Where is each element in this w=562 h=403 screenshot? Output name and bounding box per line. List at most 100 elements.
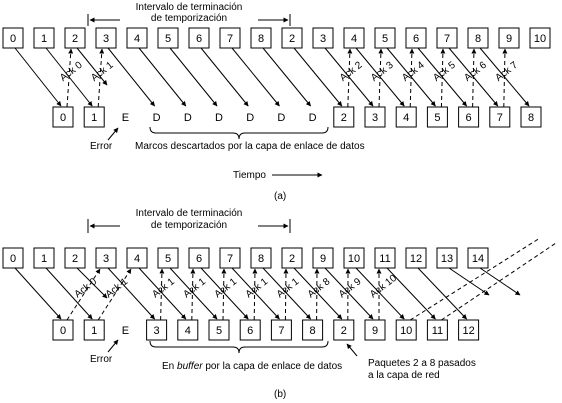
frame-recv-a-label: 0 [60,112,66,124]
ack-arrow [471,48,477,108]
frame-sent-b-3: 3 [95,247,117,269]
frame-sent-b-12: 11 [374,247,396,269]
frame-arrow [293,47,343,107]
discarded-label: Marcos descartados por la capa de enlace… [135,141,365,152]
ack-label: Ack 10 [368,273,399,301]
frame-sent-b-11: 10 [343,247,365,269]
frame-sent-b-label: 0 [10,253,16,265]
ack-arrow [347,48,353,108]
frame-recv-b-label: 11 [432,325,443,337]
ack-arrow-trailing [441,242,557,321]
frame-recv-a-label: 5 [434,112,440,124]
error-annotation-b: Error [90,339,119,365]
caption-b: (b) [274,389,286,400]
delivered-label-line2: a la capa de red [368,370,440,381]
frame-recv-a-5: D [215,112,223,124]
frame-sent-a-label: 2 [72,33,78,45]
frame-sent-a-label: 5 [382,33,388,45]
frame-recv-b-label: 1 [91,325,97,337]
buffer-label: En buffer por la capa de enlace de datos [162,361,342,372]
panel-a: Intervalo de terminación de temporizació… [2,2,551,202]
frame-recv-b-label: 10 [400,325,412,337]
frame-recv-b-label: 8 [310,325,316,337]
frame-recv-a-10: 3 [364,106,386,128]
frame-recv-a-11: 4 [395,106,417,128]
frame-recv-a-label: D [153,112,161,124]
frame-recv-a-3: D [153,112,161,124]
frame-recv-b-label: E [122,325,129,337]
error-annotation-a: Error [90,127,119,152]
frame-recv-a-label: 2 [341,112,347,124]
frame-arrow [231,267,280,320]
frame-sent-a-17: 10 [529,27,551,49]
frame-sent-a-label: 9 [506,33,512,45]
frame-arrow [169,267,218,320]
frame-sent-a-14: 7 [436,27,458,49]
frame-recv-a-7: D [277,112,285,124]
timeout-label-line2-b: de temporización [151,220,227,231]
frame-recv-a-label: 6 [466,112,472,124]
frame-recv-a-15: 8 [520,106,542,128]
frame-recv-a-12: 5 [426,106,448,128]
frame-arrow-lost [76,47,108,86]
frame-arrow [14,267,62,320]
frame-sent-b-label: 1 [41,253,47,265]
frame-sent-a-5: 5 [157,27,179,49]
frame-recv-a-0: 0 [52,106,74,128]
frame-recv-b-13: 12 [458,319,480,341]
frame-sent-a-7: 7 [219,27,241,49]
frame-recv-b-2: E [122,325,129,337]
frame-recv-b-1: 1 [83,319,105,341]
frame-recv-b-11: 10 [395,319,417,341]
frame-sent-b-label: 4 [134,253,140,265]
ack-arrow [97,268,132,321]
frame-sent-b-label: 3 [103,253,109,265]
frame-arrow [262,47,311,107]
ack-label: Ack 1 [213,276,240,300]
frame-sent-a-10: 3 [312,27,334,49]
frame-sent-b-label: 7 [227,253,233,265]
frame-sent-a-label: 4 [134,33,140,45]
frame-sent-a-label: 4 [351,33,357,45]
frame-recv-b-label: 0 [60,325,66,337]
frame-recv-b-3: 3 [146,319,168,341]
frame-recv-b-label: 4 [185,325,191,337]
frame-recv-a-label: D [246,112,254,124]
frame-sent-b-13: 12 [405,247,427,269]
frame-recv-b-label: 12 [462,325,474,337]
frame-sent-b-0: 0 [2,247,24,269]
frame-sent-b-1: 1 [33,247,55,269]
buffer-brace: En buffer por la capa de enlace de datos [149,340,342,372]
time-label: Tiempo [233,170,266,181]
frame-recv-b-10: 9 [364,319,386,341]
frame-sent-a-label: 1 [41,33,47,45]
discarded-brace: Marcos descartados por la capa de enlace… [135,126,365,152]
frame-arrow [231,47,280,107]
frame-recv-b-label: 5 [216,325,222,337]
frame-recv-b-8: 8 [302,319,324,341]
frame-recv-b-label: 3 [154,325,160,337]
frame-sent-b-5: 5 [157,247,179,269]
frame-recv-a-label: D [215,112,223,124]
buffer-label-pre: En [162,361,177,372]
frame-recv-a-4: D [184,112,192,124]
frame-sent-a-11: 4 [343,27,365,49]
frame-sent-a-label: 6 [413,33,419,45]
frame-sent-a-label: 10 [534,33,546,45]
frame-arrow [479,267,521,296]
frame-sent-b-label: 9 [320,253,326,265]
frame-sent-b-4: 4 [126,247,148,269]
frame-recv-a-6: D [246,112,254,124]
frame-recv-a-8: D [309,112,317,124]
ack-label: Ack 0 [73,276,100,300]
frame-recv-a-label: D [309,112,317,124]
frame-sent-a-1: 1 [33,27,55,49]
timeout-interval-b: Intervalo de terminación de temporizació… [87,208,291,233]
frame-recv-b-5: 5 [208,319,230,341]
buffer-label-post: por la capa de enlace de datos [203,361,343,372]
frame-recv-a-13: 6 [458,106,480,128]
frame-recv-b-label: 2 [341,325,347,337]
ack-arrow [97,48,105,108]
ack-arrow [159,268,165,321]
frame-sent-a-13: 6 [405,27,427,49]
